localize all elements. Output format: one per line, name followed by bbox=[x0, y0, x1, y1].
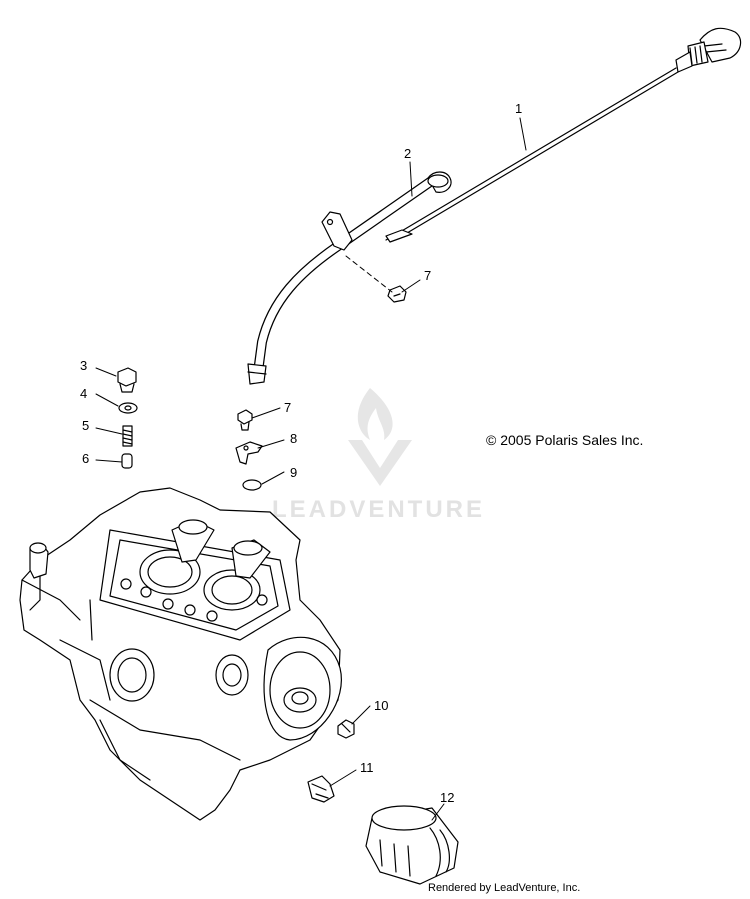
copyright-text: © 2005 Polaris Sales Inc. bbox=[486, 432, 644, 448]
callout-5: 5 bbox=[82, 418, 89, 433]
callout-11: 11 bbox=[360, 760, 374, 775]
part-drain-plug bbox=[337, 719, 355, 739]
callout-8: 8 bbox=[290, 431, 297, 446]
callout-12: 12 bbox=[440, 790, 454, 805]
part-dipstick-tube bbox=[247, 171, 452, 385]
leader-lines bbox=[95, 117, 527, 821]
part-bolt-7-upper bbox=[387, 285, 407, 303]
part-spring bbox=[122, 425, 133, 447]
part-bolt-7-lower bbox=[237, 409, 253, 431]
part-drain-bolt bbox=[117, 367, 137, 393]
callout-9: 9 bbox=[290, 465, 297, 480]
part-bracket bbox=[235, 441, 263, 465]
callout-4: 4 bbox=[80, 386, 87, 401]
part-washer bbox=[118, 402, 138, 414]
watermark-text: LEADVENTURE bbox=[272, 496, 486, 523]
callout-7-upper: 7 bbox=[424, 268, 431, 283]
watermark-flame-logo bbox=[348, 388, 412, 486]
part-fitting bbox=[307, 775, 335, 803]
part-dipstick bbox=[385, 27, 742, 243]
callout-labels: 1 2 7 3 4 5 6 7 8 9 10 11 12 bbox=[80, 101, 522, 805]
part-pin bbox=[121, 453, 133, 469]
part-oil-filter bbox=[365, 805, 459, 885]
part-o-ring bbox=[242, 479, 262, 491]
callout-2: 2 bbox=[404, 146, 411, 161]
callout-10: 10 bbox=[374, 698, 388, 713]
callout-3: 3 bbox=[80, 358, 87, 373]
callout-7-lower: 7 bbox=[284, 400, 291, 415]
callout-6: 6 bbox=[82, 451, 89, 466]
footer-credit: Rendered by LeadVenture, Inc. bbox=[428, 882, 581, 894]
engine-crankcase bbox=[19, 487, 342, 821]
callout-1: 1 bbox=[515, 101, 522, 116]
